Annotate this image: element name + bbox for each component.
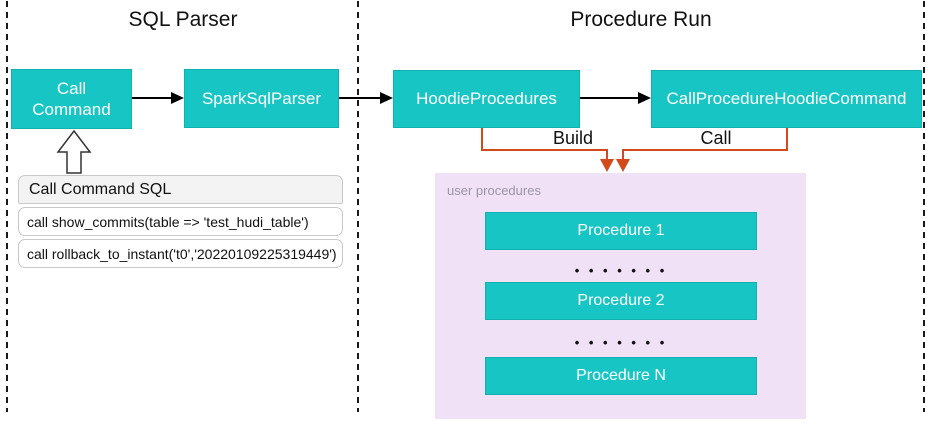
node-hoodieprocedures: HoodieProcedures: [393, 70, 580, 128]
call-command-sql-panel: Call Command SQL call show_commits(table…: [18, 175, 343, 268]
block-up-arrow-icon: [56, 129, 92, 174]
arrow-callcommand-to-sparksqlparser: [132, 92, 184, 104]
sql-panel-header: Call Command SQL: [18, 175, 343, 204]
ellipsis-dots: • • • • • • •: [574, 263, 668, 278]
section-title-procedure-run: Procedure Run: [570, 8, 712, 31]
build-connector: [481, 128, 614, 172]
sql-example-row: call show_commits(table => 'test_hudi_ta…: [18, 207, 343, 236]
procedure-2-box: Procedure 2: [485, 282, 757, 320]
sql-example-row: call rollback_to_instant('t0','202201092…: [18, 239, 343, 268]
node-callprocedurehoodiecommand: CallProcedureHoodieCommand: [651, 70, 922, 128]
arrow-hoodieprocedures-to-callprocedurehoodiecommand: [580, 92, 651, 104]
procedure-1-box: Procedure 1: [485, 212, 757, 250]
user-procedures-container: user procedures Procedure 1 • • • • • • …: [435, 173, 806, 419]
node-sparksqlparser: SparkSqlParser: [184, 69, 339, 128]
section-title-sql-parser: SQL Parser: [128, 8, 238, 31]
procedure-n-box: Procedure N: [485, 357, 757, 395]
ellipsis-dots: • • • • • • •: [574, 335, 668, 350]
arrow-sparksqlparser-to-hoodieprocedures: [339, 92, 393, 104]
build-edge-label: Build: [552, 128, 594, 148]
call-edge-label: Call: [700, 128, 732, 148]
user-procedures-label: user procedures: [447, 183, 541, 198]
node-call-command: Call Command: [11, 69, 132, 129]
